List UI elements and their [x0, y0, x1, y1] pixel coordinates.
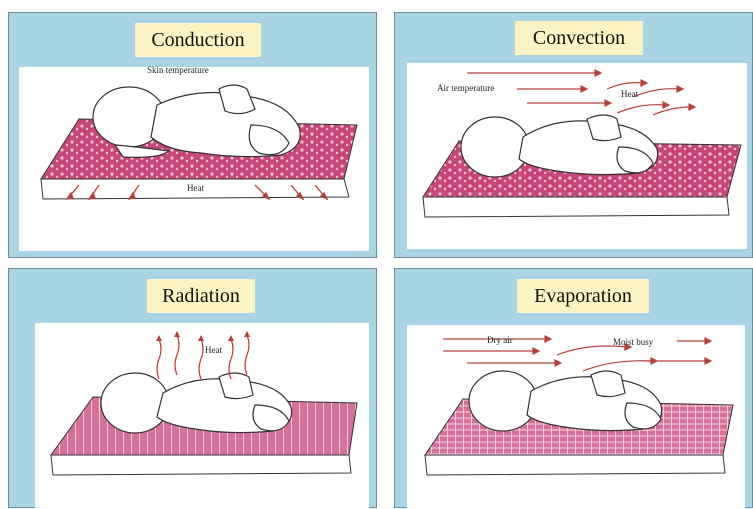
baby-figure: [469, 371, 662, 431]
evaporation-title: Evaporation: [517, 279, 649, 313]
conduction-drawing: [19, 67, 369, 251]
convection-illustration: Air temperature Heat: [407, 63, 747, 249]
baby-figure: [93, 85, 300, 157]
dry-air-label: Dry air: [487, 335, 513, 345]
evaporation-panel: Evaporation: [394, 268, 753, 508]
radiation-drawing: [35, 323, 369, 509]
radiation-arrowheads: [156, 331, 250, 341]
heat-label: Heat: [621, 89, 638, 99]
conduction-title: Conduction: [135, 23, 261, 57]
moist-busy-label: Moist busy: [613, 337, 653, 347]
radiation-panel: Radiation: [8, 268, 377, 508]
conduction-illustration: Skin temperature Heat: [19, 67, 369, 251]
conduction-panel: Conduction: [8, 12, 377, 258]
convection-panel: Convection: [394, 12, 753, 258]
mattress-base: [51, 455, 351, 475]
evaporation-drawing: [407, 325, 745, 509]
baby-figure: [461, 115, 658, 177]
baby-figure: [101, 373, 292, 433]
evaporation-arrows: [443, 336, 711, 371]
radiation-title: Radiation: [147, 279, 255, 313]
mattress-base: [425, 455, 725, 475]
heat-label: Heat: [187, 183, 204, 193]
convection-title: Convection: [515, 21, 643, 55]
evaporation-illustration: Dry air Moist busy: [407, 325, 745, 509]
radiation-illustration: Heat: [35, 323, 369, 509]
convection-arrows: [467, 70, 695, 115]
mattress-base: [423, 197, 729, 217]
air-temperature-label: Air temperature: [437, 83, 494, 93]
skin-temperature-label: Skin temperature: [147, 65, 209, 75]
radiation-waves: [157, 335, 249, 379]
heat-label: Heat: [205, 345, 222, 355]
